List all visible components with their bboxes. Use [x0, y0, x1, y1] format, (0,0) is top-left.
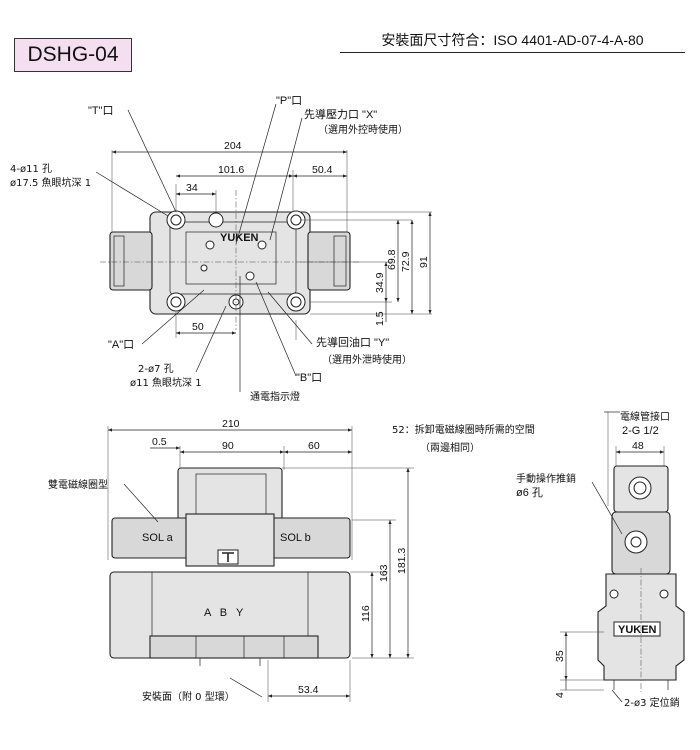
- front-view: 210 52：拆卸電磁線圈時所需的空間 （兩邊相同） 0.5 90 60 SOL…: [48, 418, 535, 703]
- model-name: DSHG-04: [27, 43, 119, 66]
- label-pilot-y-note: （選用外泄時使用）: [322, 353, 412, 366]
- dim-90: 90: [222, 440, 234, 452]
- solenoid-b-top: [307, 231, 351, 291]
- label-coil-note: 52：拆卸電磁線圈時所需的空間: [392, 423, 535, 436]
- dim-101-6: 101.6: [218, 164, 244, 176]
- label-port-marks: A B Y: [204, 607, 246, 619]
- label-double-coil: 雙電磁線圈型: [48, 478, 108, 491]
- dim-210: 210: [222, 418, 240, 430]
- pilot-valve-front: [177, 467, 283, 521]
- dim-50-4: 50.4: [312, 164, 333, 176]
- dim-53-4: 53.4: [298, 684, 319, 696]
- label-indicator: 通電指示燈: [250, 390, 300, 403]
- dim-0-5: 0.5: [152, 436, 167, 448]
- dim-50: 50: [192, 321, 204, 333]
- dim-4: 4: [554, 692, 566, 698]
- label-conduit-size: 2-G 1/2: [622, 425, 659, 437]
- label-pilot-x: 先導壓力口 "X": [304, 107, 377, 121]
- dim-116: 116: [360, 605, 372, 622]
- label-locating-pin: 2-ø3 定位銷: [624, 696, 680, 709]
- dim-181-3: 181.3: [396, 548, 408, 574]
- model-name-box: DSHG-04: [14, 38, 132, 72]
- dim-48: 48: [632, 440, 644, 452]
- label-sol-a: SOL a: [142, 532, 174, 544]
- label-coil-note-2: （兩邊相同）: [420, 441, 480, 454]
- label-mount-face: 安裝面（附 0 型環）: [142, 690, 235, 703]
- label-sol-b: SOL b: [280, 532, 311, 544]
- dim-72-9: 72.9: [400, 251, 412, 272]
- dim-204: 204: [224, 140, 242, 152]
- solenoid-a-top: [109, 231, 153, 291]
- label-pilot-x-note: （選用外控時使用）: [318, 123, 408, 136]
- brand-label-side: YUKEN: [618, 624, 657, 636]
- dim-34-9: 34.9: [374, 272, 386, 293]
- pilot-valve-top: [169, 221, 297, 295]
- label-manual-2: ø6 孔: [516, 486, 543, 499]
- label-bolt-hole-1: 4-ø11 孔: [10, 163, 52, 175]
- dim-60: 60: [308, 440, 320, 452]
- dim-35: 35: [554, 650, 566, 662]
- label-pin-hole-1: 2-ø7 孔: [138, 363, 174, 375]
- dim-91: 91: [418, 256, 430, 268]
- top-view: YUKEN 204 101.6 50.4 34: [10, 95, 432, 403]
- label-conduit: 電線管接口: [620, 410, 670, 423]
- port-p-circle: [208, 212, 224, 228]
- label-port-t: "T"口: [88, 105, 114, 117]
- dim-69-8: 69.8: [386, 249, 398, 270]
- dim-163: 163: [378, 564, 390, 582]
- label-port-b: "B"口: [296, 372, 322, 384]
- valve-base: [149, 635, 319, 659]
- label-port-a: "A"口: [108, 339, 134, 351]
- brand-label: YUKEN: [220, 232, 259, 244]
- label-pilot-y: 先導回油口 "Y": [316, 335, 389, 349]
- label-manual-1: 手動操作推銷: [516, 472, 576, 485]
- label-bolt-hole-2: ø17.5 魚眼坑深 1: [10, 176, 91, 189]
- dim-34: 34: [186, 182, 198, 194]
- mounting-standard: 安裝面尺寸符合：ISO 4401-AD-07-4-A-80: [340, 28, 685, 53]
- side-view: 電線管接口 2-G 1/2 48 YUKEN 手動操作推銷 ø6 孔 35 4: [516, 410, 685, 709]
- brand-plate: [613, 621, 661, 637]
- label-pin-hole-2: ø11 魚眼坑深 1: [130, 376, 202, 389]
- label-port-p: "P"口: [276, 95, 302, 107]
- dim-1-5: 1.5: [374, 311, 386, 326]
